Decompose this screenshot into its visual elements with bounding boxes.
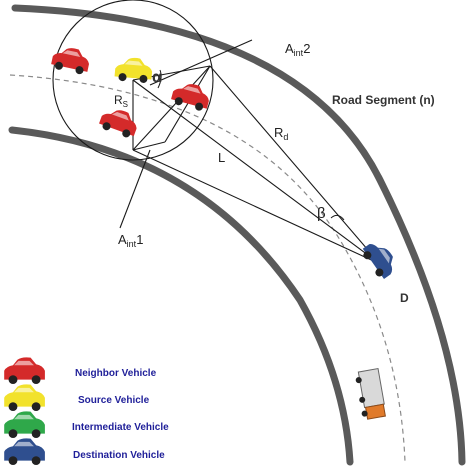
truck-vehicle [355, 368, 386, 420]
label-road-segment: Road Segment (n) [332, 93, 435, 107]
label-rd: Rd [274, 125, 288, 142]
label-l: L [218, 150, 225, 165]
label-rs: RS [114, 93, 128, 109]
legend-label-destination: Destination Vehicle [73, 450, 165, 461]
beta-arc [330, 214, 345, 221]
legend-label-intermediate: Intermediate Vehicle [72, 422, 169, 433]
label-aint1: Aint1 [118, 232, 143, 249]
line-tangent-aint2 [149, 39, 253, 86]
source-range-circle [52, 0, 214, 161]
line-aint1-dest [132, 149, 381, 265]
line-aint1-pointer [119, 149, 151, 229]
line-aint2-side [164, 65, 211, 143]
road-center-dashed [9, 74, 406, 463]
legend-label-source: Source Vehicle [78, 395, 150, 406]
label-alpha: α [152, 69, 162, 86]
label-aint2: Aint2 [285, 41, 310, 58]
legend-label-neighbor: Neighbor Vehicle [75, 368, 157, 379]
legend-swatch-destination [4, 438, 45, 465]
alpha-arc [157, 69, 162, 89]
line-aint2-dest [209, 65, 381, 265]
legend-swatch-source [4, 384, 45, 411]
road-outer-edge [11, 4, 466, 466]
legend-swatch-intermediate [4, 411, 45, 438]
label-d: D [400, 291, 409, 305]
line-source-dest [132, 79, 381, 265]
line-aint2-chord [132, 65, 211, 151]
neighbor-vehicle-1 [50, 44, 92, 76]
legend-item-intermediate: Intermediate Vehicle [4, 411, 169, 438]
road-inner-edge [8, 126, 354, 466]
destination-vehicle [359, 237, 401, 282]
geometry-lines [119, 39, 381, 265]
legend-swatch-neighbor [4, 357, 45, 384]
legend-item-neighbor: Neighbor Vehicle [4, 357, 157, 384]
legend-item-source: Source Vehicle [4, 384, 150, 411]
legend-item-destination: Destination Vehicle [4, 438, 165, 465]
line-aint1-side [132, 141, 166, 151]
legend: Neighbor Vehicle Source Vehicle Intermed… [4, 357, 169, 465]
label-beta: β [317, 205, 326, 222]
neighbor-vehicle-3 [97, 104, 141, 140]
neighbor-vehicle-2 [170, 79, 213, 113]
